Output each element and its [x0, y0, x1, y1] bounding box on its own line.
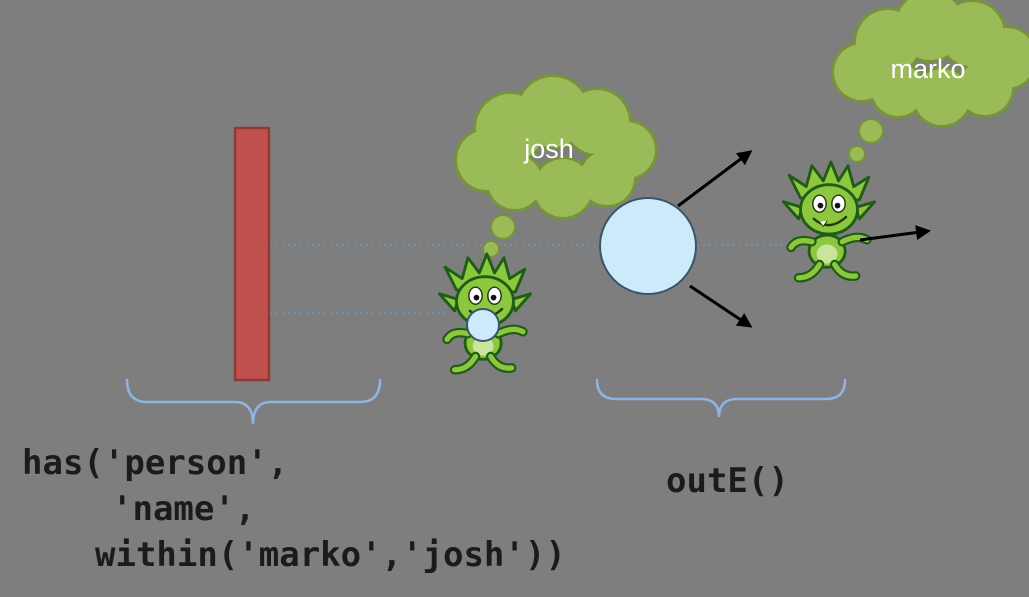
marko-cloud-label: marko	[890, 54, 966, 84]
filter-code-line-2: 'name',	[112, 489, 256, 529]
filter-code-line-1: has('person',	[22, 443, 289, 483]
out-edge-arrow-up	[677, 150, 753, 208]
marko-thought-cloud	[831, 0, 1029, 163]
out-edge-arrows	[677, 150, 753, 328]
out-edge-arrow-down	[689, 284, 753, 328]
oute-brace	[595, 378, 847, 418]
annotation-braces	[125, 378, 847, 425]
carried-vertex-ball	[466, 308, 500, 342]
gremlin-traverser-marko	[783, 162, 874, 278]
vertex-circle	[599, 197, 697, 295]
filter-barrier-bar	[233, 126, 271, 382]
out-edge-arrow-right	[859, 225, 931, 242]
oute-code-label: outE()	[666, 461, 789, 501]
josh-thought-cloud	[454, 74, 658, 258]
josh-cloud-label: josh	[524, 134, 574, 164]
dotted-path-lines	[270, 244, 792, 314]
filter-code-line-3: within('marko','josh'))	[95, 535, 566, 575]
gremlin-traverser-josh	[439, 254, 530, 370]
filter-brace	[125, 378, 382, 425]
